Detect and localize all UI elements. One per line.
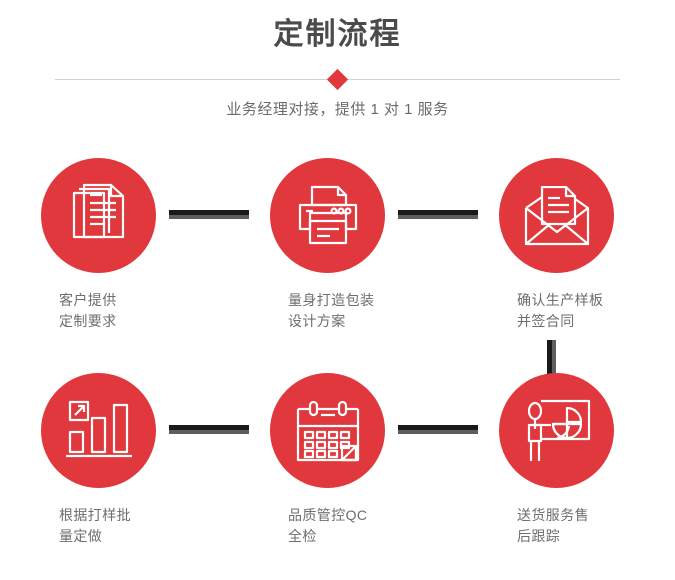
connector-bar-dark	[169, 210, 249, 215]
flow-step-label: 根据打样批 量定做	[59, 507, 131, 544]
connector-bar-grey	[398, 215, 478, 219]
flow-step-label: 送货服务售 后跟踪	[517, 507, 589, 544]
connector-bar-grey	[398, 430, 478, 434]
flow-step-label: 品质管控QC 全检	[288, 507, 368, 544]
process-flow: 客户提供 定制要求	[0, 150, 675, 580]
step-icon-circle	[499, 158, 614, 273]
flow-connector-3	[169, 425, 249, 434]
connector-bar-grey	[169, 215, 249, 219]
connector-bar-grey	[552, 340, 556, 376]
page-subtitle: 业务经理对接，提供 1 对 1 服务	[226, 101, 449, 118]
flow-step-4[interactable]: 根据打样批 量定做	[8, 365, 188, 547]
page-title: 定制流程	[273, 18, 402, 51]
connector-bar-dark	[398, 425, 478, 430]
page-header: 定制流程 业务经理对接，提供 1 对 1 服务	[0, 0, 675, 119]
flow-row-2: 根据打样批 量定做	[0, 365, 675, 580]
flow-step-label: 量身打造包装 设计方案	[288, 292, 375, 329]
flow-step-label: 客户提供 定制要求	[59, 292, 117, 329]
flow-connector-2	[398, 210, 478, 219]
step-icon-circle	[41, 373, 156, 488]
flow-step-3[interactable]: 确认生产样板 并签合同	[466, 150, 646, 332]
step-icon-circle	[270, 373, 385, 488]
step-icon-circle	[270, 158, 385, 273]
connector-bar-grey	[169, 430, 249, 434]
diamond-icon	[326, 68, 349, 90]
flow-connector-1	[169, 210, 249, 219]
connector-bar-dark	[398, 210, 478, 215]
flow-step-1[interactable]: 客户提供 定制要求	[8, 150, 188, 332]
step-icon-circle	[41, 158, 156, 273]
flow-row-1: 客户提供 定制要求	[0, 150, 675, 376]
connector-bar-dark	[547, 340, 552, 376]
title-divider	[55, 68, 620, 90]
connector-bar-dark	[169, 425, 249, 430]
flow-connector-4	[398, 425, 478, 434]
step-icon-circle	[499, 373, 614, 488]
flow-step-label: 确认生产样板 并签合同	[517, 292, 604, 329]
flow-step-2[interactable]: 量身打造包装 设计方案	[237, 150, 417, 332]
flow-step-6[interactable]: 送货服务售 后跟踪	[466, 365, 646, 547]
flow-step-5[interactable]: 品质管控QC 全检	[237, 365, 417, 547]
flow-connector-vertical	[547, 340, 556, 376]
